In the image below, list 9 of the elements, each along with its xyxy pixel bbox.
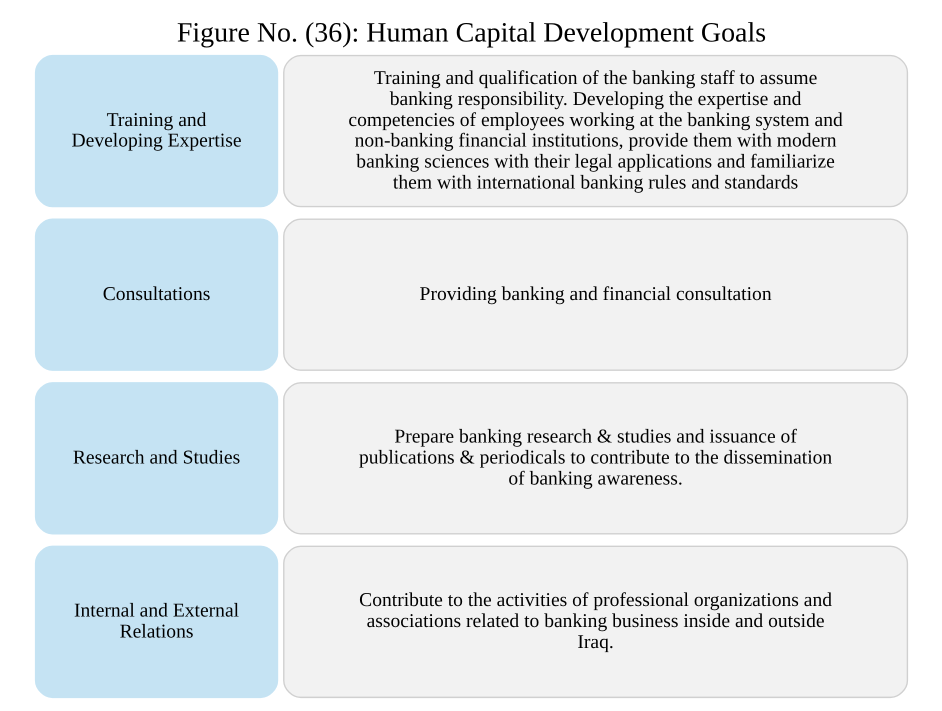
node-box: Internal and External Relations bbox=[34, 546, 278, 698]
node-box: Providing banking and financial consultation bbox=[282, 218, 908, 371]
diagram-title: Figure No. (36): Human Capital Development Goals bbox=[176, 18, 766, 49]
node-box: Training and qualification of the banking staff to assume banking responsibility. Developing the expertise and competencies of employees working at the banking system and non-banking financial institutions, provide them with modern banking sciences with their legal applications and familiarize them with international banking rules and standards bbox=[282, 54, 908, 208]
node-box: Research and Studies bbox=[34, 382, 278, 534]
node-box: Training and Developing Expertise bbox=[34, 54, 278, 208]
node-box: Prepare banking research & studies and issuance of publications & periodicals to contribute to the dissemination of banking awareness. bbox=[282, 382, 908, 534]
node-box: Contribute to the activities of professional organizations and associations related to banking business inside and outside Iraq. bbox=[282, 546, 908, 698]
node-box: Consultations bbox=[34, 218, 278, 371]
